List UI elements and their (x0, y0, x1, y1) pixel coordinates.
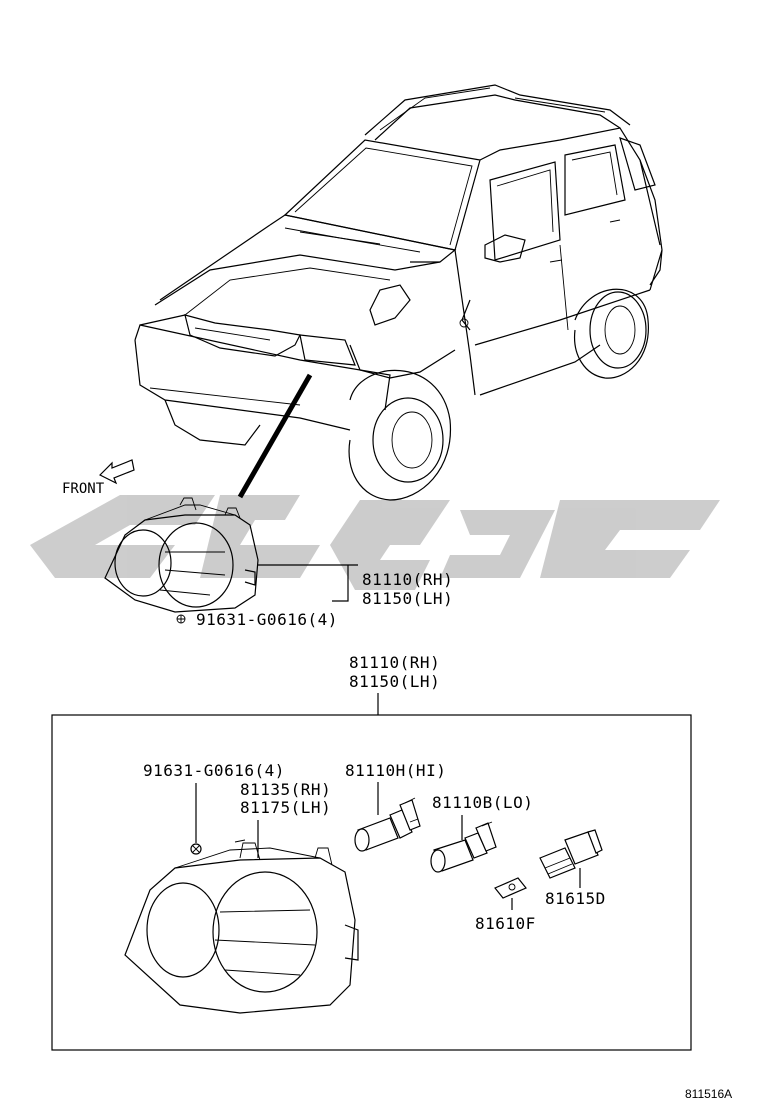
bulb-hi-icon (354, 797, 421, 852)
socket-part-number: 81615D (545, 889, 606, 908)
diagram-reference-number: 811516A (685, 1087, 732, 1101)
callout-bracket-upper (258, 564, 358, 602)
front-arrow-icon (98, 459, 135, 485)
bulb-lo-icon (430, 821, 497, 873)
screw-part-number-upper: 91631-G0616(4) (196, 610, 338, 629)
bulb-lo-part-number: 81110B(LO) (432, 793, 533, 812)
socket-icon (539, 829, 603, 879)
box-title-81150-lh: 81150(LH) (349, 672, 440, 691)
assembly-detail-box (51, 714, 692, 1051)
box-title-81110-rh: 81110(RH) (349, 653, 440, 672)
part-number-81110-rh-upper: 81110(RH) (362, 570, 453, 589)
watermark-logo (30, 495, 720, 590)
part-number-81150-lh-upper: 81150(LH) (362, 589, 453, 608)
leader-line-car (237, 373, 313, 499)
vehicle-illustration (134, 84, 663, 501)
clip-part-number: 81610F (475, 914, 536, 933)
lens-part-number-rh: 81135(RH) (240, 780, 331, 799)
headlamp-upper-illustration (104, 497, 259, 624)
front-label: FRONT (62, 481, 105, 497)
clip-icon (494, 877, 527, 899)
screw-part-number: 91631-G0616(4) (143, 761, 285, 780)
bulb-hi-part-number: 81110H(HI) (345, 761, 446, 780)
headlamp-detail-illustration (124, 839, 359, 1014)
lens-part-number-lh: 81175(LH) (240, 798, 331, 817)
screw-icon (190, 843, 202, 855)
